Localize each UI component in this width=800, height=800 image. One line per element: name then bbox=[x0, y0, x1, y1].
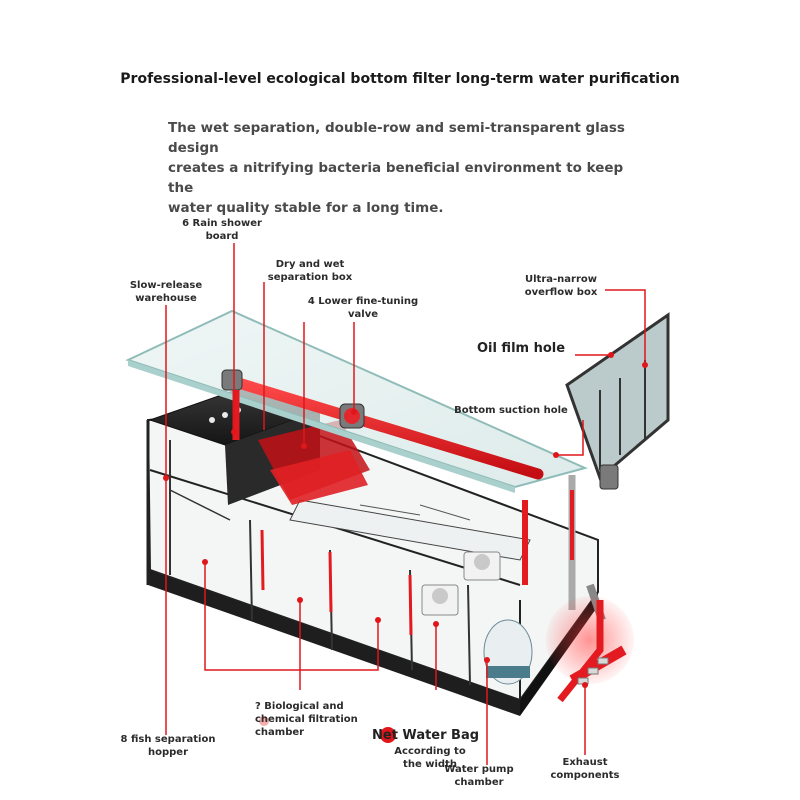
return-pipe bbox=[221, 369, 544, 480]
page-description: The wet separation, double-row and semi-… bbox=[168, 118, 648, 218]
glass-lid bbox=[125, 309, 588, 489]
description-line: The wet separation, double-row and semi-… bbox=[168, 120, 625, 156]
label-oil-film-hole: Oil film hole bbox=[476, 341, 566, 356]
callout-dots bbox=[163, 352, 648, 743]
callout-lines bbox=[165, 243, 646, 765]
description-line: creates a nitrifying bacteria beneficial… bbox=[168, 160, 624, 196]
label-bottom-suction-hole: Bottom suction hole bbox=[454, 405, 568, 416]
page-title: Professional-level ecological bottom fil… bbox=[120, 71, 680, 87]
exhaust-components bbox=[546, 596, 634, 703]
label-net-water-bag: Net Water Bag bbox=[372, 728, 480, 743]
description-line: water quality stable for a long time. bbox=[168, 200, 444, 216]
overflow-box bbox=[522, 312, 670, 622]
